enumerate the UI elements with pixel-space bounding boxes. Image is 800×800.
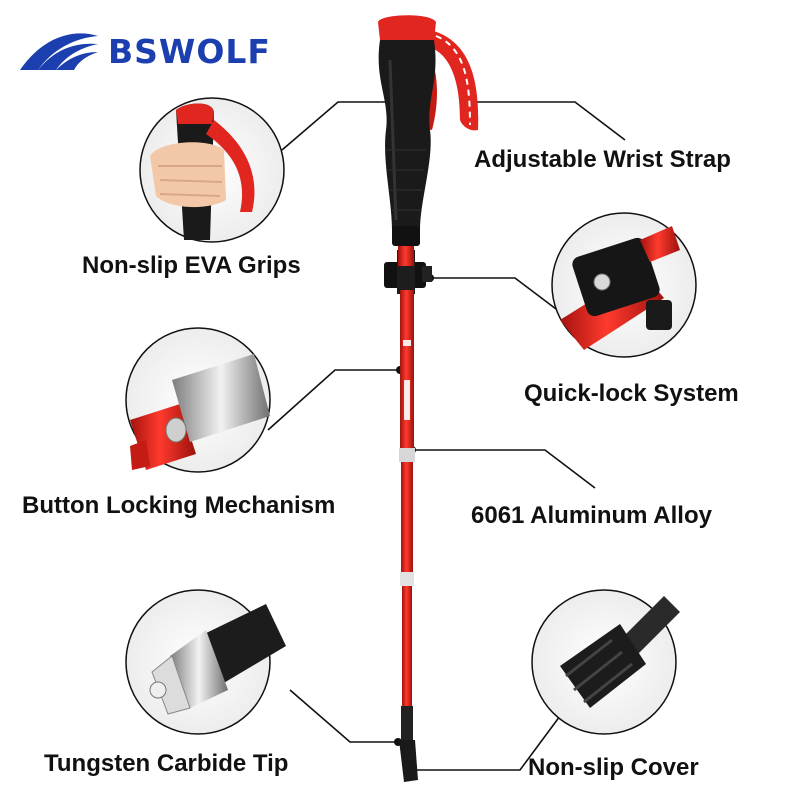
rubber-cover-detail-icon bbox=[531, 589, 680, 735]
feature-label-alloy: 6061 Aluminum Alloy bbox=[471, 502, 712, 529]
leader-lines bbox=[267, 101, 626, 771]
feature-label-button-lock: Button Locking Mechanism bbox=[22, 492, 336, 519]
hand-grip-detail-icon bbox=[139, 97, 285, 243]
leader-line-strap bbox=[472, 101, 626, 141]
button-lock-detail-icon bbox=[125, 327, 271, 473]
leader-line-alloy bbox=[412, 449, 596, 489]
brand-logo: BSWOLF bbox=[12, 18, 292, 78]
feature-label-wrist-strap: Adjustable Wrist Strap bbox=[474, 146, 731, 173]
feature-label-eva-grips: Non-slip EVA Grips bbox=[82, 252, 301, 279]
leader-line-grips bbox=[281, 101, 400, 151]
quick-lock-detail-icon bbox=[551, 212, 697, 358]
wolf-logo-icon bbox=[20, 33, 98, 70]
leader-line-cover bbox=[412, 715, 561, 771]
trekking-pole-illustration bbox=[378, 15, 479, 782]
leader-line-button bbox=[267, 369, 400, 431]
leader-line-quicklock bbox=[430, 277, 561, 313]
feature-label-quick-lock: Quick-lock System bbox=[524, 380, 739, 407]
feature-label-cover: Non-slip Cover bbox=[528, 754, 699, 781]
feature-label-carbide-tip: Tungsten Carbide Tip bbox=[44, 750, 289, 777]
carbide-tip-detail-icon bbox=[125, 589, 286, 735]
leader-line-tip bbox=[289, 689, 398, 743]
brand-name: BSWOLF bbox=[108, 32, 271, 71]
